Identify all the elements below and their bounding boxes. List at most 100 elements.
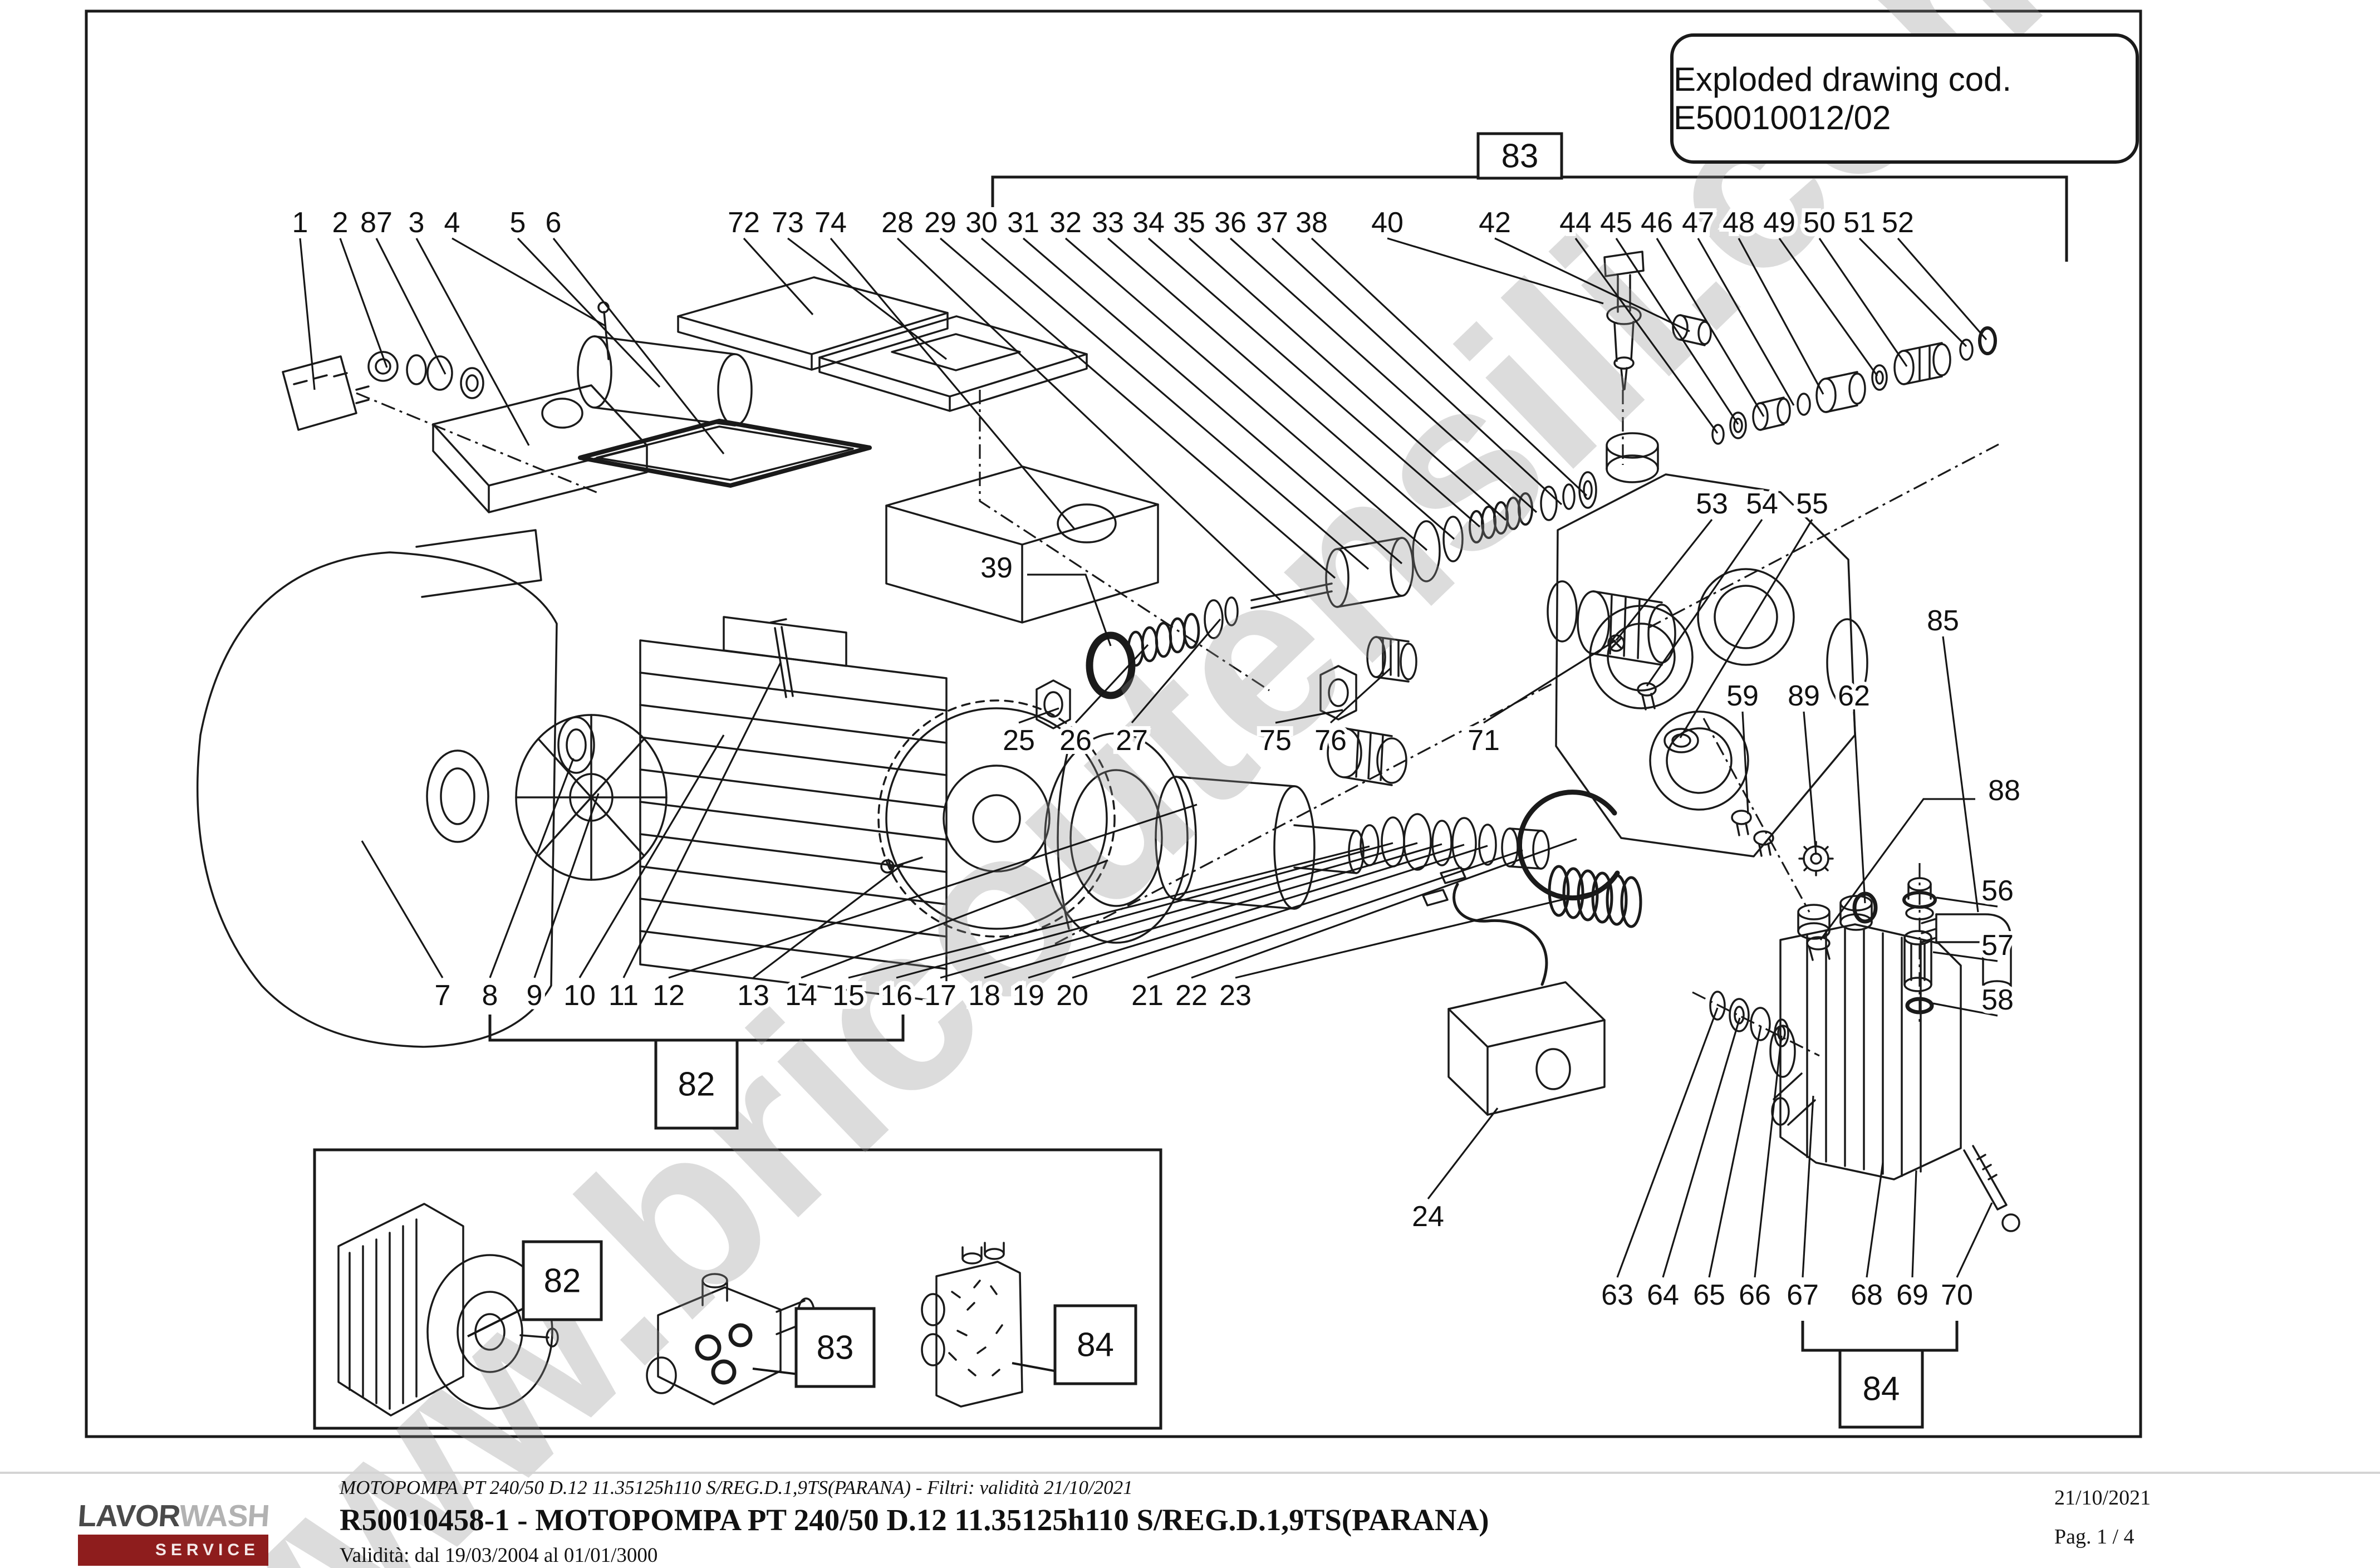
- leader-line-27: [1131, 618, 1221, 724]
- part-label-17: 17: [924, 979, 956, 1012]
- leader-line-39: [1027, 574, 1112, 646]
- part-label-4: 4: [444, 207, 460, 239]
- logo-wash-text: WASH: [178, 1498, 271, 1533]
- leader-line-5: [517, 237, 661, 388]
- centerlines: [356, 390, 1999, 1057]
- part-label-14: 14: [785, 979, 817, 1012]
- leader-line-51: [1858, 237, 1967, 347]
- part-label-36: 36: [1214, 207, 1247, 239]
- leader-line-70: [1956, 1202, 1993, 1278]
- part-label-89: 89: [1788, 680, 1820, 712]
- leader-line-56: [1936, 896, 1998, 908]
- leader-line-45: [1615, 238, 1739, 425]
- exploded-drawing-code-box: Exploded drawing cod. E50010012/02: [1670, 33, 2139, 164]
- part-label-76: 76: [1314, 724, 1347, 757]
- exploded-drawing-code: Exploded drawing cod. E50010012/02: [1674, 61, 2012, 136]
- leader-line-33: [1107, 237, 1455, 540]
- part-label-2: 2: [332, 207, 349, 239]
- leader-line-17: [940, 842, 1418, 979]
- part-label-74: 74: [814, 207, 847, 239]
- leader-line-63: [1616, 1007, 1719, 1278]
- part-label-18: 18: [968, 979, 1000, 1012]
- leader-line-69: [1911, 1170, 1917, 1278]
- leader-line-87: [375, 238, 446, 375]
- leader-line-72: [743, 237, 814, 316]
- part-label-40: 40: [1371, 207, 1404, 239]
- group-label-box-84-5: [1053, 1304, 1137, 1385]
- leader-line-8: [489, 758, 575, 978]
- part-label-28: 28: [881, 207, 914, 239]
- part-label-35: 35: [1173, 207, 1205, 239]
- part-label-7: 7: [435, 979, 451, 1012]
- part-label-72: 72: [728, 207, 760, 239]
- part-label-13: 13: [737, 979, 769, 1012]
- part-label-44: 44: [1559, 207, 1592, 239]
- part-label-6: 6: [546, 207, 562, 239]
- leader-line-6: [552, 238, 725, 454]
- leader-line-64: [1662, 1017, 1741, 1278]
- boxed-label-leader-83: [752, 1368, 799, 1375]
- leader-line-31: [1022, 237, 1403, 565]
- part-label-25: 25: [1003, 724, 1035, 757]
- inset-motor-art: [337, 1203, 559, 1417]
- part-label-27: 27: [1116, 724, 1148, 757]
- leader-line-18: [984, 843, 1442, 979]
- leader-line-65: [1708, 1026, 1762, 1278]
- part-label-24: 24: [1412, 1200, 1444, 1233]
- leader-line-50: [1818, 238, 1908, 367]
- part-label-85: 85: [1927, 605, 1959, 637]
- part-label-37: 37: [1256, 207, 1288, 239]
- leader-line-74: [830, 237, 1076, 530]
- group-label-box-82-1: [654, 1038, 739, 1130]
- logo-service-text: SERVICE: [155, 1541, 259, 1559]
- leader-line-85: [1942, 636, 1979, 913]
- lavorwash-logo: LAVORWASH SERVICE: [77, 1498, 271, 1566]
- part-label-9: 9: [527, 979, 543, 1012]
- leader-line-32: [1064, 237, 1428, 551]
- leader-line-76: [1329, 667, 1392, 724]
- part-label-51: 51: [1843, 207, 1876, 239]
- leader-line-14: [801, 859, 1108, 979]
- leader-line-52: [1897, 237, 1988, 341]
- group-label-82-3: 82: [544, 1262, 581, 1300]
- part-label-71: 71: [1468, 724, 1500, 757]
- boxed-label-leader-82: [467, 1306, 526, 1337]
- part-label-15: 15: [832, 979, 865, 1012]
- leader-line-22: [1191, 838, 1577, 979]
- leader-line-11: [622, 662, 782, 978]
- leader-line-1: [299, 238, 316, 390]
- part-label-69: 69: [1896, 1279, 1928, 1311]
- part-label-48: 48: [1723, 207, 1755, 239]
- group-label-box-83-0: [1476, 132, 1563, 180]
- part-label-39: 39: [980, 552, 1013, 584]
- part-label-42: 42: [1479, 207, 1511, 239]
- part-label-54: 54: [1746, 488, 1778, 520]
- part-label-47: 47: [1682, 207, 1714, 239]
- part-label-33: 33: [1092, 207, 1124, 239]
- part-label-64: 64: [1647, 1279, 1679, 1311]
- leader-line-71: [1483, 639, 1616, 724]
- part-label-59: 59: [1726, 680, 1759, 712]
- leader-line-68: [1866, 1162, 1884, 1278]
- leader-line-44: [1574, 238, 1719, 434]
- part-label-22: 22: [1175, 979, 1208, 1012]
- part-label-12: 12: [652, 979, 685, 1012]
- part-label-88: 88: [1988, 775, 2020, 807]
- group-label-box-83-4: [794, 1307, 876, 1388]
- leader-line-12: [668, 803, 1198, 979]
- leader-line-2: [339, 238, 388, 368]
- leader-line-40: [1387, 237, 1604, 305]
- group-label-84-5: 84: [1077, 1326, 1114, 1364]
- leader-line-10: [578, 734, 725, 978]
- pump-cluster-art: [1036, 251, 2020, 1232]
- part-label-38: 38: [1295, 207, 1328, 239]
- part-label-57: 57: [1981, 929, 2014, 962]
- part-label-21: 21: [1131, 979, 1164, 1012]
- part-label-34: 34: [1132, 207, 1165, 239]
- leader-line-48: [1738, 238, 1824, 395]
- footer-validity-line: Validità: dal 19/03/2004 al 01/01/3000: [340, 1544, 658, 1567]
- group-label-83-4: 83: [817, 1329, 854, 1366]
- drawing-border: [85, 9, 2142, 1438]
